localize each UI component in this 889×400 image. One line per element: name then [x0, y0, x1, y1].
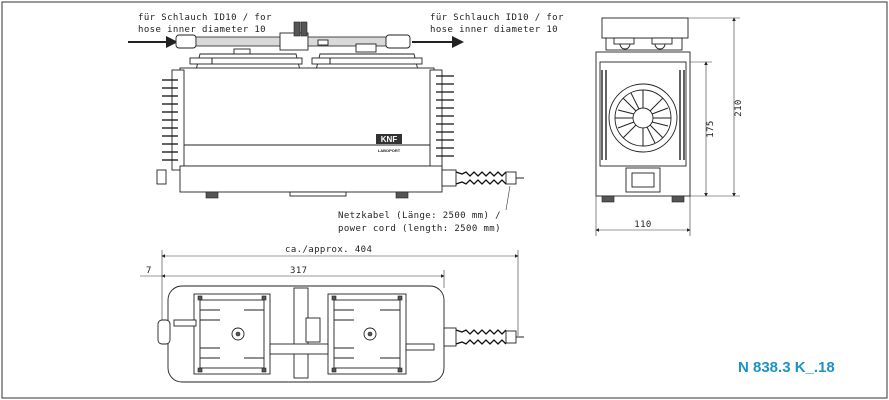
- width-dimension: 110: [634, 220, 651, 230]
- cable-label-de: Netzkabel (Länge: 2500 mm) /: [338, 211, 501, 221]
- end-view: 175 210 110: [595, 17, 744, 236]
- overall-length-dimension: ca./approx. 404: [285, 245, 372, 255]
- right-cooling-fins: [436, 75, 454, 157]
- right-pump-head: [327, 293, 435, 375]
- model-number: N 838.3 K_.18: [738, 359, 835, 376]
- logo-text: KNF: [381, 135, 398, 144]
- left-pump-head: [173, 293, 271, 375]
- offset-dimension: 7: [146, 266, 152, 276]
- outlet-label-de: für Schlauch ID10 / for: [430, 13, 564, 23]
- knf-logo: KNF LABOPORT: [376, 134, 402, 153]
- inlet-label-de: für Schlauch ID10 / for: [138, 13, 272, 23]
- power-cord: [441, 169, 524, 187]
- body-length-dimension: 317: [290, 266, 307, 276]
- side-view: KNF LABOPORT: [128, 21, 524, 199]
- height-body-dimension: 175: [706, 120, 716, 137]
- cable-label-en: power cord (length: 2500 mm): [338, 224, 501, 234]
- left-cooling-fins: [156, 79, 178, 185]
- laboport-text: LABOPORT: [378, 148, 401, 153]
- outlet-label-en: hose inner diameter 10: [430, 25, 558, 35]
- inlet-label-en: hose inner diameter 10: [138, 25, 266, 35]
- fan-icon: [608, 83, 678, 153]
- top-view: ca./approx. 404 317 7: [140, 245, 524, 383]
- height-total-dimension: 210: [734, 99, 744, 116]
